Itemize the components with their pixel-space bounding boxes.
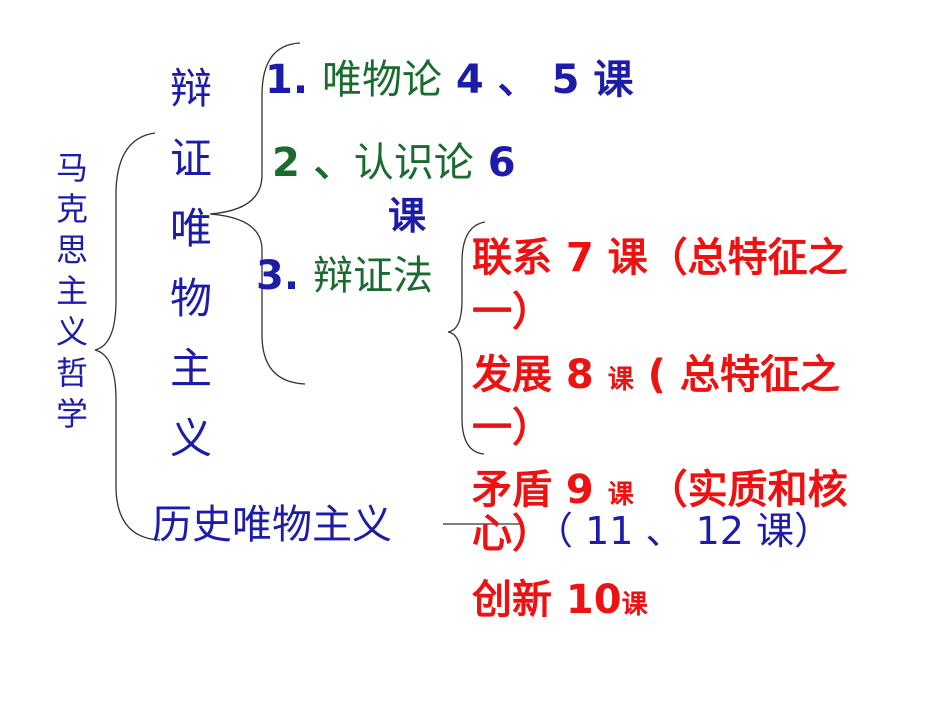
root-char: 克 — [56, 190, 89, 228]
feature-connection-cont: 一） — [472, 289, 552, 335]
feature-name: 发展 8 — [472, 352, 594, 398]
feature-note: （实质和核 — [647, 467, 848, 513]
part-lessons: 6 — [487, 140, 516, 186]
part-number: 3. — [256, 253, 300, 299]
dialectical-char: 证 — [170, 134, 213, 183]
marxist-philosophy-label: 马 克 思 主 义 哲 学 — [56, 152, 88, 430]
dialectical-char: 主 — [170, 344, 213, 393]
part-materialism: 1. 唯物论 4 、 5 课 — [265, 60, 633, 100]
historical-materialism-label: 历史唯物主义 — [152, 502, 392, 548]
historical-lessons-note: （ 11 、 12 课） — [535, 509, 833, 553]
feature-ke: 课 — [621, 590, 648, 620]
feature-ke: 课 — [607, 365, 634, 395]
dialectical-char: 辩 — [170, 64, 213, 113]
part-number: 2 、 — [272, 140, 354, 186]
dialectical-char: 义 — [170, 414, 213, 463]
feature-connection: 联系 7 课（总特征之 — [472, 235, 848, 281]
part-name: 辩证法 — [312, 253, 433, 299]
part-number: 1. — [265, 57, 309, 103]
dialectics-brace — [447, 221, 486, 455]
feature-contradiction-cont: 心） — [472, 511, 552, 557]
root-char: 马 — [56, 149, 89, 187]
dialectical-char: 唯 — [170, 204, 213, 253]
part-lessons-suffix: 课 — [388, 194, 427, 238]
dialectical-materialism-label: 辩 证 唯 物 主 义 — [170, 68, 212, 460]
dialectical-brace — [209, 42, 306, 385]
part-name: 唯物论 — [321, 57, 442, 103]
root-char: 学 — [56, 395, 89, 433]
root-char: 义 — [56, 313, 89, 351]
feature-name: 矛盾 9 — [472, 467, 594, 513]
feature-name: 创新 10 — [472, 577, 622, 623]
part-dialectics: 3. 辩证法 — [256, 256, 433, 296]
dialectical-char: 物 — [170, 274, 213, 323]
feature-development: 发展 8 课 ( 总特征之 — [472, 355, 840, 395]
root-char: 思 — [56, 231, 89, 269]
part-name: 认识论 — [353, 140, 474, 186]
feature-ke: 课 — [607, 480, 634, 510]
feature-note: ( 总特征之 — [647, 352, 840, 398]
part-epistemology: 2 、认识论 6 — [272, 143, 516, 183]
feature-development-cont: 一） — [472, 405, 552, 451]
part-lessons: 4 、 5 课 — [455, 57, 634, 103]
feature-contradiction: 矛盾 9 课 （实质和核 — [472, 470, 848, 510]
feature-innovation: 创新 10课 — [472, 580, 648, 620]
root-char: 主 — [56, 272, 89, 310]
root-brace — [94, 132, 161, 541]
root-char: 哲 — [56, 354, 89, 392]
